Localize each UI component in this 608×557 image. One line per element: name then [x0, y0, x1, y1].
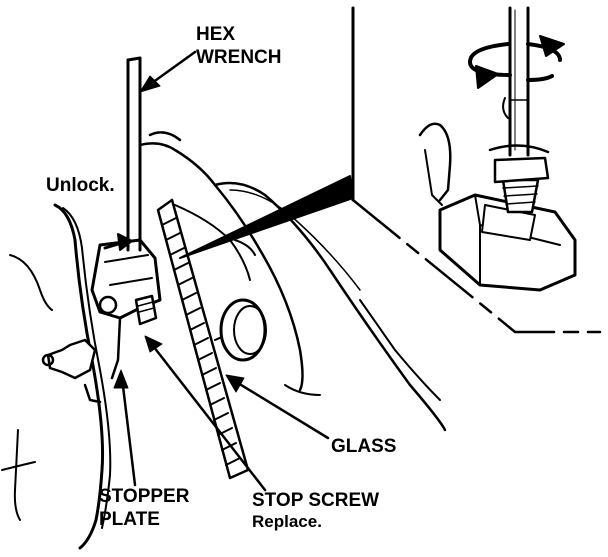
stopper-plate-pointer [113, 369, 129, 389]
door-panel-edge [1, 203, 112, 550]
adjust-bolt [41, 338, 102, 404]
unlock-arrow [103, 233, 133, 251]
stop-screw [134, 294, 158, 326]
hex-wrench-label-line2: WRENCH [196, 47, 282, 68]
hex-wrench-label-line1: HEX [196, 24, 235, 45]
magnification-wedge [179, 175, 354, 259]
hex-wrench-pointer [139, 75, 161, 93]
glass-pointer [225, 374, 245, 393]
stop-screw-pointer [144, 335, 163, 353]
leader-lines [120, 50, 330, 492]
hex-wrench [126, 56, 142, 252]
magnified-inset [351, 6, 602, 334]
rotation-arrow-icon [468, 35, 565, 89]
stopper-plate-label-line1: STOPPER [99, 486, 190, 507]
stopper-plate-label-line2: PLATE [99, 509, 160, 530]
stop-screw-label: STOP SCREW [252, 490, 379, 511]
mirror-pivot-disc [219, 298, 267, 362]
stop-screw-note: Replace. [252, 512, 322, 531]
glass-label: GLASS [331, 436, 396, 457]
unlock-label: Unlock. [46, 175, 115, 196]
